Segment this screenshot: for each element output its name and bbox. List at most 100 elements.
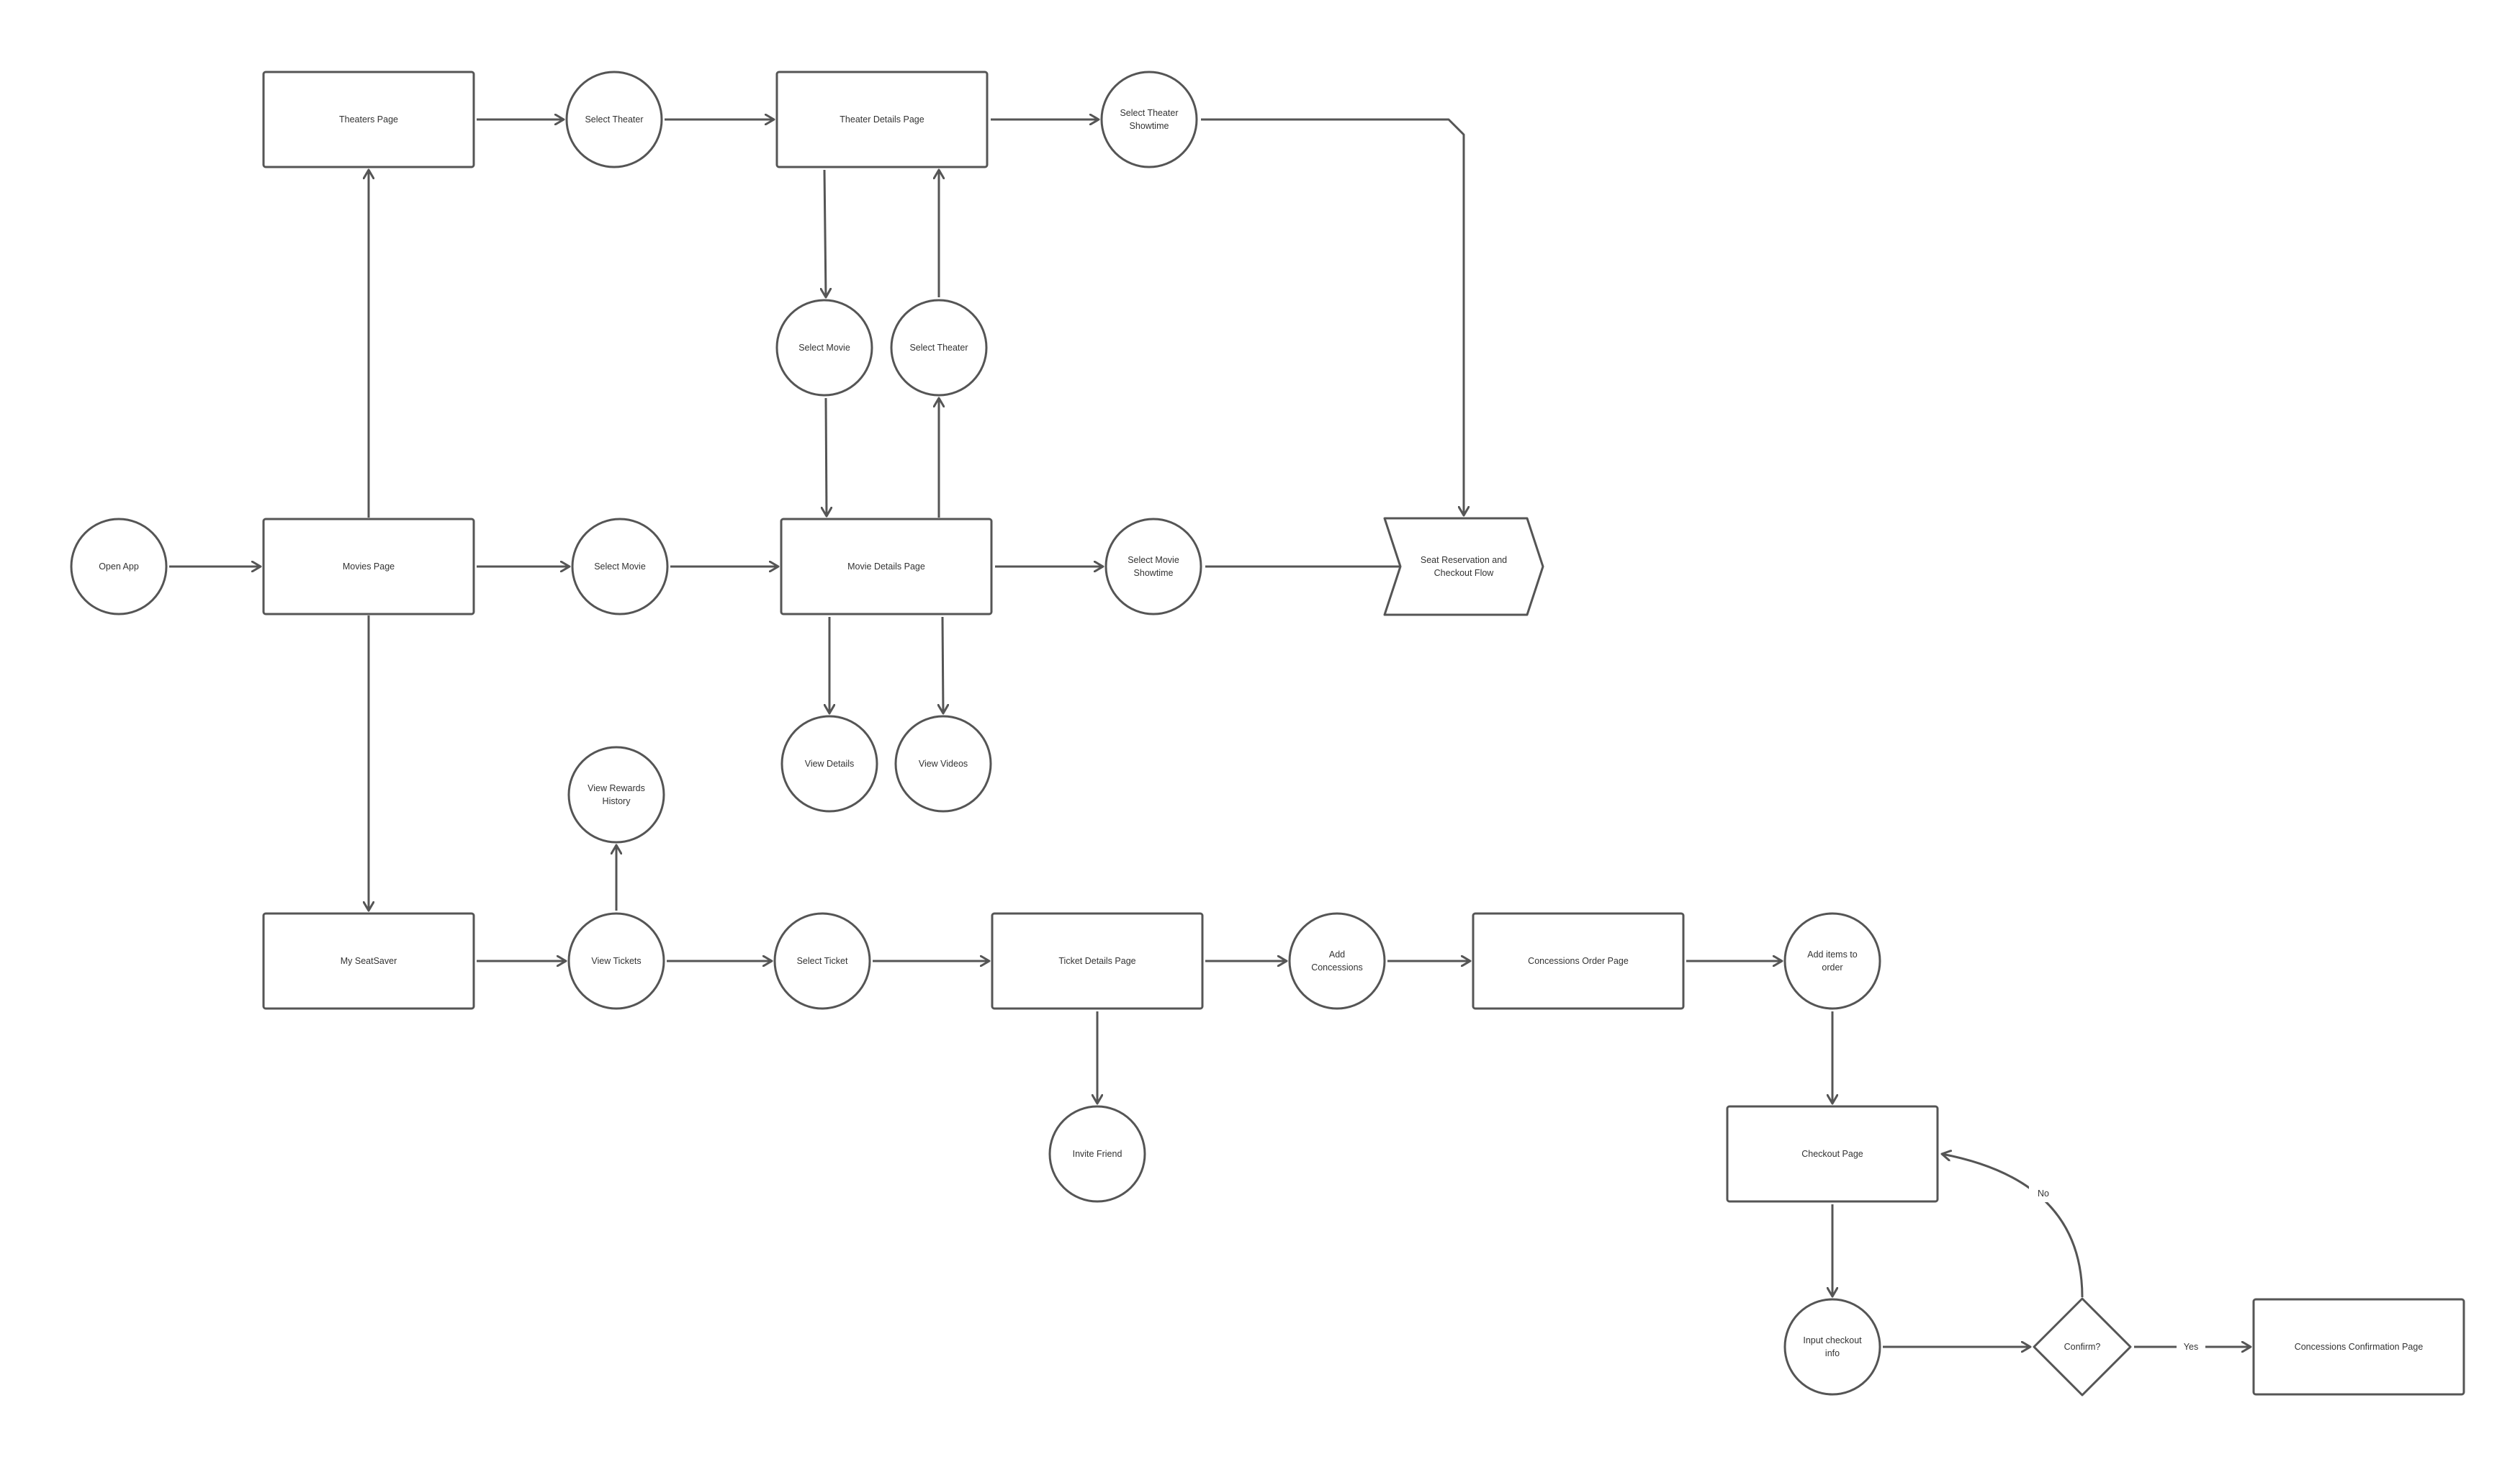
edge-movie-details-page-to-view-videos	[942, 616, 943, 713]
node-theaters-page: Theaters Page	[262, 71, 475, 168]
circle-shape	[1288, 912, 1386, 1010]
node-select-theater-top: Select Theater	[565, 71, 663, 168]
node-select-movie-mid: Select Movie	[775, 299, 873, 397]
node-label: Showtime	[1130, 121, 1169, 131]
node-label: Select Movie	[1128, 555, 1179, 565]
node-invite-friend: Invite Friend	[1048, 1105, 1146, 1203]
node-view-details: View Details	[780, 715, 878, 813]
node-concessions-confirmation-page: Concessions Confirmation Page	[2252, 1298, 2465, 1396]
edge-label-no: No	[2029, 1185, 2058, 1202]
node-label: Showtime	[1134, 568, 1174, 578]
node-label: Select Theater	[909, 343, 968, 353]
node-label: Invite Friend	[1073, 1149, 1122, 1159]
rectangle-shape	[780, 518, 993, 615]
edge-label-text: Yes	[2184, 1342, 2198, 1352]
node-label: Select Theater	[585, 114, 643, 125]
rectangle-shape	[262, 518, 475, 615]
node-view-tickets: View Tickets	[567, 912, 665, 1010]
node-label: Add items to	[1807, 949, 1858, 960]
node-label: Theater Details Page	[840, 114, 924, 125]
chevron-shape	[1383, 517, 1544, 616]
circle-shape	[1104, 518, 1202, 615]
node-open-app: Open App	[70, 518, 168, 615]
node-label: Select Ticket	[797, 956, 848, 966]
node-checkout-page: Checkout Page	[1726, 1105, 1939, 1203]
edge-confirm-decision-to-checkout-page	[1942, 1154, 2084, 1298]
node-add-items-to-order: Add items to order	[1783, 912, 1881, 1010]
rectangle-shape	[1472, 912, 1685, 1010]
node-label: Theaters Page	[339, 114, 398, 125]
rectangle-shape	[2252, 1298, 2465, 1396]
node-label: View Details	[805, 759, 855, 769]
node-label: My SeatSaver	[341, 956, 397, 966]
node-label: Movie Details Page	[847, 561, 925, 572]
edge-label-text: No	[2038, 1188, 2049, 1199]
node-label: History	[603, 796, 631, 806]
node-confirm-decision: Confirm?	[2033, 1297, 2132, 1397]
rectangle-shape	[1726, 1105, 1939, 1203]
node-label: Concessions	[1311, 962, 1363, 973]
rectangle-shape	[262, 912, 475, 1010]
nodes-layer: Open App Movies Page Theaters Page My SeatS…	[70, 71, 2465, 1397]
node-label: Movies Page	[343, 561, 395, 572]
edge-theater-details-page-to-select-movie-mid	[824, 169, 826, 297]
circle-shape	[70, 518, 168, 615]
node-label: Ticket Details Page	[1058, 956, 1135, 966]
node-label: Input checkout	[1803, 1335, 1862, 1345]
edge-label-yes: Yes	[2177, 1338, 2205, 1355]
node-select-movie: Select Movie	[571, 518, 669, 615]
node-view-videos: View Videos	[894, 715, 992, 813]
circle-shape	[567, 912, 665, 1010]
edge-label-background	[2029, 1185, 2058, 1202]
node-label: View Rewards	[588, 783, 645, 793]
node-input-checkout-info: Input checkout info	[1783, 1298, 1881, 1396]
circle-shape	[780, 715, 878, 813]
node-label: info	[1825, 1348, 1840, 1358]
diamond-shape	[2033, 1297, 2132, 1397]
node-label: View Videos	[919, 759, 968, 769]
edges-layer	[169, 119, 2251, 1347]
node-label: Confirm?	[2064, 1342, 2101, 1352]
circle-shape	[775, 299, 873, 397]
circle-shape	[1783, 912, 1881, 1010]
rectangle-shape	[262, 71, 475, 168]
circle-shape	[571, 518, 669, 615]
circle-shape	[773, 912, 871, 1010]
node-movies-page: Movies Page	[262, 518, 475, 615]
node-label: Concessions Order Page	[1528, 956, 1629, 966]
node-label: Select Movie	[594, 561, 646, 572]
node-concessions-order-page: Concessions Order Page	[1472, 912, 1685, 1010]
node-label: Open App	[99, 561, 139, 572]
circle-shape	[890, 299, 988, 397]
node-label: Select Movie	[798, 343, 850, 353]
node-label: Add	[1329, 949, 1345, 960]
circle-shape	[894, 715, 992, 813]
node-theater-details-page: Theater Details Page	[775, 71, 989, 168]
node-select-theater-mid: Select Theater	[890, 299, 988, 397]
edge-select-movie-mid-to-movie-details-page	[826, 397, 827, 516]
node-select-ticket: Select Ticket	[773, 912, 871, 1010]
node-label: Checkout Page	[1801, 1149, 1863, 1159]
node-my-seatsaver: My SeatSaver	[262, 912, 475, 1010]
node-label: order	[1822, 962, 1842, 973]
node-movie-details-page: Movie Details Page	[780, 518, 993, 615]
edge-labels-layer: Yes No	[2029, 1185, 2205, 1355]
node-label: Concessions Confirmation Page	[2295, 1342, 2424, 1352]
rectangle-shape	[775, 71, 989, 168]
node-label: Checkout Flow	[1434, 568, 1495, 578]
node-label: View Tickets	[591, 956, 641, 966]
node-label: Seat Reservation and	[1421, 555, 1507, 565]
node-label: Select Theater	[1120, 108, 1178, 118]
circle-shape	[1783, 1298, 1881, 1396]
node-ticket-details-page: Ticket Details Page	[991, 912, 1204, 1010]
edge-label-background	[2177, 1338, 2205, 1355]
circle-shape	[567, 746, 665, 844]
circle-shape	[565, 71, 663, 168]
